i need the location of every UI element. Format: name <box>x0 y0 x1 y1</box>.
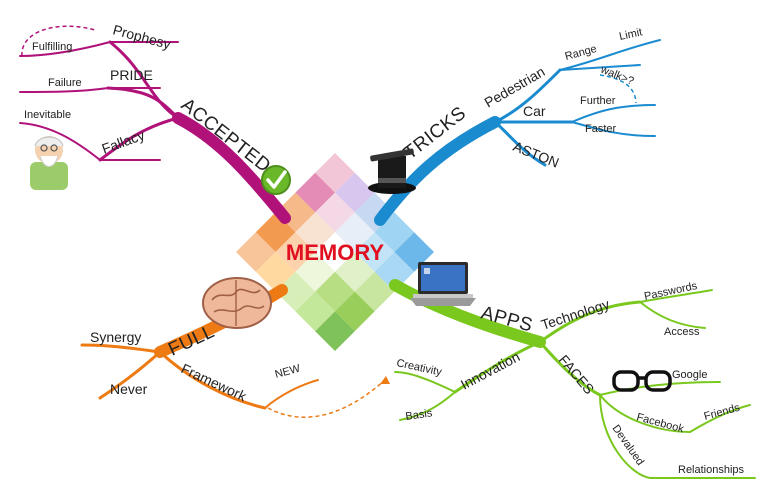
accepted-label: ACCEPTED <box>177 94 275 177</box>
devalued-label: Devalued <box>610 423 646 468</box>
branch-tricks <box>374 39 661 226</box>
fulfilling-label: Fulfilling <box>32 41 72 53</box>
pride-label: PRIDE <box>110 67 153 83</box>
aston-label: ASTON <box>511 138 561 171</box>
never-label: Never <box>110 381 148 397</box>
facebook-label: Facebook <box>635 411 685 435</box>
new-label: NEW <box>274 363 302 381</box>
fallacy-label: Fallacy <box>100 127 147 157</box>
old-man-icon <box>30 136 68 190</box>
synergy-label: Synergy <box>90 329 141 345</box>
access-label: Access <box>664 326 700 338</box>
center-mosaic <box>236 153 434 351</box>
faces-label: FACES <box>556 352 598 397</box>
failure-label: Failure <box>48 77 82 89</box>
center-label: MEMORY <box>286 240 385 265</box>
branch-accepted <box>19 40 291 224</box>
tricks-dashed-link <box>599 74 637 104</box>
creativity-label: Creativity <box>395 357 443 378</box>
top-hat-icon <box>368 148 416 194</box>
accepted-dashed-link <box>21 25 96 57</box>
laptop-icon <box>410 262 476 306</box>
car-label: Car <box>523 103 546 119</box>
brain-icon <box>202 277 272 329</box>
check-icon <box>261 165 291 195</box>
full-dashed-link <box>267 379 386 418</box>
glasses-icon <box>612 370 672 392</box>
relationships-label: Relationships <box>678 464 745 476</box>
google-label: Google <box>672 369 707 381</box>
technology-label: Technology <box>539 296 611 333</box>
innovation-label: Innovation <box>458 348 523 392</box>
inevitable-label: Inevitable <box>24 109 71 121</box>
dashed-arrowhead <box>380 376 390 384</box>
full-label: FULL <box>165 321 218 361</box>
friends-label: Friends <box>703 402 742 423</box>
further-label: Further <box>580 95 616 107</box>
faster-label: Faster <box>585 123 617 135</box>
framework-label: Framework <box>179 360 250 405</box>
prophesy-label: Prophesy <box>111 21 172 52</box>
limit-label: Limit <box>618 26 643 43</box>
basis-label: Basis <box>405 407 434 423</box>
branch-apps <box>389 279 756 479</box>
passwords-label: Passwords <box>643 280 699 303</box>
